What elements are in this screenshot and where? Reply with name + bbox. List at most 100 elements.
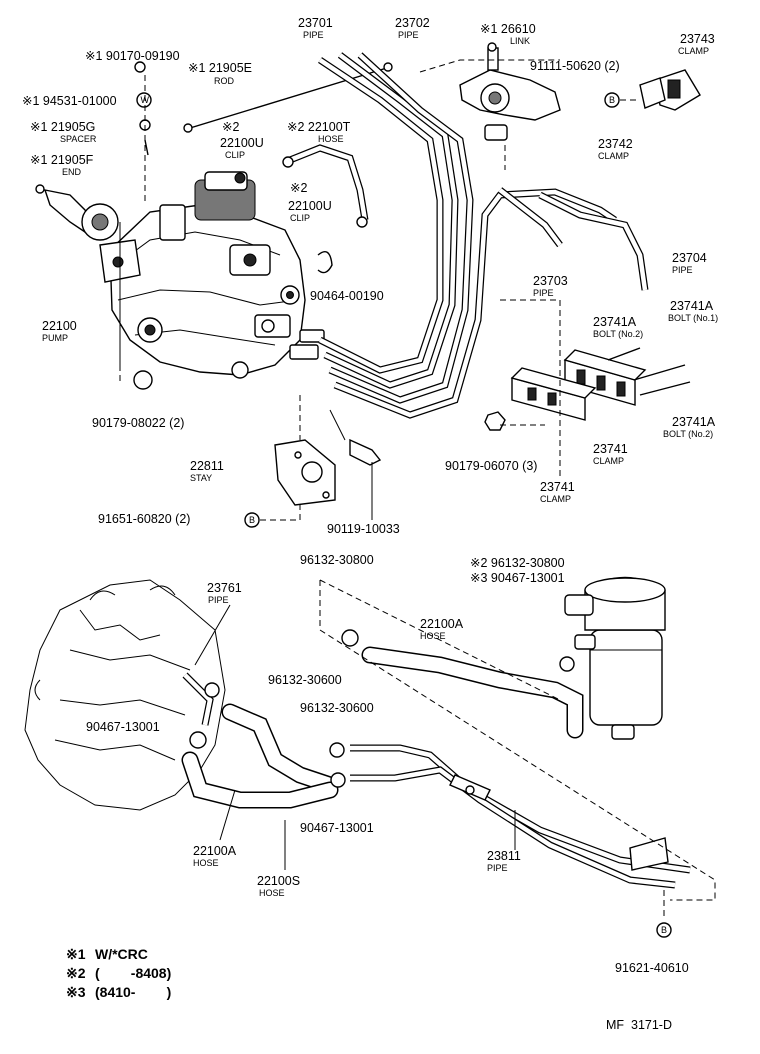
legend-mark-2: ※2 bbox=[66, 965, 86, 981]
label-23741b-name: CLAMP bbox=[540, 494, 571, 504]
label-23741a-1-name: BOLT (No.1) bbox=[668, 313, 718, 323]
label-96132-30800-a: 96132-30800 bbox=[300, 553, 374, 567]
label-90119-10033: 90119-10033 bbox=[327, 522, 400, 536]
bolt-marker-b1-label: B bbox=[609, 95, 615, 105]
label-23761: 23761 bbox=[207, 581, 242, 595]
label-22100u-name: CLIP bbox=[225, 150, 245, 160]
label-90467-13001-c: 90467-13001 bbox=[300, 821, 374, 835]
label-22100s-name: HOSE bbox=[259, 888, 285, 898]
label-91621-40610: 91621-40610 bbox=[615, 961, 689, 975]
legend: ※1 W/*CRC ※2 ( -8408) ※3 (8410- ) bbox=[66, 946, 171, 1000]
label-23702: 23702 bbox=[395, 16, 430, 30]
label-91651-60820: 91651-60820 (2) bbox=[98, 512, 190, 526]
legend-text-1: W/*CRC bbox=[95, 946, 148, 962]
label-22100u2-name: CLIP bbox=[290, 213, 310, 223]
legend-mark-1: ※1 bbox=[66, 946, 86, 962]
label-21905f: ※1 21905F bbox=[30, 153, 94, 167]
clamp-23741-drawing bbox=[510, 349, 647, 421]
label-22100a-2: 22100A bbox=[193, 844, 237, 858]
label-22100t-name: HOSE bbox=[318, 134, 344, 144]
label-91111-50620: 91111-50620 (2) bbox=[530, 59, 620, 73]
label-96132-30800-b: ※2 96132-30800 bbox=[470, 556, 565, 570]
engine-outline bbox=[24, 579, 226, 811]
label-23701-name: PIPE bbox=[303, 30, 324, 40]
label-21905f-name: END bbox=[62, 167, 82, 177]
washer-w-icon bbox=[136, 92, 152, 108]
label-23741a-3: 23741A bbox=[672, 415, 716, 429]
label-21905g: ※1 21905G bbox=[30, 120, 95, 134]
label-96132-30600-a: 96132-30600 bbox=[268, 673, 342, 687]
throttle-end-drawing bbox=[35, 184, 119, 241]
label-23703: 23703 bbox=[533, 274, 568, 288]
bolt-90119-drawing bbox=[349, 438, 382, 466]
label-23742-name: CLAMP bbox=[598, 151, 629, 161]
label-22100-name: PUMP bbox=[42, 333, 68, 343]
labels: 23701 PIPE 23702 PIPE ※1 26610 LINK 2374… bbox=[22, 16, 718, 975]
label-22100u-mark: ※2 bbox=[222, 120, 239, 134]
label-26610-name: LINK bbox=[510, 36, 530, 46]
bolt-marker-b1 bbox=[604, 92, 620, 108]
fuel-filter-drawing bbox=[564, 576, 666, 740]
bolt-marker-b2-label: B bbox=[249, 515, 255, 525]
nut-90179-06070 bbox=[484, 411, 506, 431]
label-23702-name: PIPE bbox=[398, 30, 419, 40]
label-96132-30600-b: 96132-30600 bbox=[300, 701, 374, 715]
label-23741a-3-name: BOLT (No.2) bbox=[663, 429, 713, 439]
label-22100u: 22100U bbox=[220, 136, 264, 150]
label-23701: 23701 bbox=[298, 16, 333, 30]
label-23741a-1: 23741A bbox=[670, 299, 714, 313]
label-23761-name: PIPE bbox=[208, 595, 229, 605]
clamp-23743-drawing bbox=[639, 69, 701, 111]
label-23742: 23742 bbox=[598, 137, 633, 151]
label-26610: ※1 26610 bbox=[480, 22, 536, 36]
hose-clamps bbox=[189, 629, 575, 788]
label-22100a-1-name: HOSE bbox=[420, 631, 446, 641]
label-90170-09190: ※1 90170-09190 bbox=[85, 49, 180, 63]
legend-text-3: (8410- ) bbox=[95, 984, 171, 1000]
label-23741a-2-name: BOLT (No.2) bbox=[593, 329, 643, 339]
clip-90464-icon bbox=[317, 251, 333, 274]
label-22100: 22100 bbox=[42, 319, 77, 333]
label-23743: 23743 bbox=[680, 32, 715, 46]
label-23704-name: PIPE bbox=[672, 265, 693, 275]
nut-90179-08022 bbox=[133, 370, 153, 390]
label-23741-name: CLAMP bbox=[593, 456, 624, 466]
bolt-90170-icon bbox=[134, 61, 146, 73]
label-90179-08022: 90179-08022 (2) bbox=[92, 416, 184, 430]
bolt-icon bbox=[144, 139, 149, 156]
label-22811: 22811 bbox=[190, 459, 224, 473]
label-23811-name: PIPE bbox=[487, 863, 508, 873]
label-22100a-1: 22100A bbox=[420, 617, 464, 631]
label-21905e-name: ROD bbox=[214, 76, 235, 86]
bolts-23741a bbox=[607, 347, 691, 396]
bolt-marker-b2 bbox=[244, 512, 260, 528]
footer-code: MF 3171-D bbox=[606, 1018, 672, 1032]
label-22100s: 22100S bbox=[257, 874, 300, 888]
label-22100u2-mark: ※2 bbox=[290, 181, 307, 195]
label-23704: 23704 bbox=[672, 251, 707, 265]
link-26610-drawing bbox=[459, 42, 561, 141]
pipe-23811 bbox=[350, 744, 691, 889]
injection-pump-drawing bbox=[99, 171, 325, 379]
label-90179-06070: 90179-06070 (3) bbox=[445, 459, 537, 473]
legend-mark-3: ※3 bbox=[66, 984, 86, 1000]
label-94531-01000: ※1 94531-01000 bbox=[22, 94, 117, 108]
label-90464-00190: 90464-00190 bbox=[310, 289, 384, 303]
label-21905e: ※1 21905E bbox=[188, 61, 252, 75]
label-23743-name: CLAMP bbox=[678, 46, 709, 56]
label-23741b: 23741 bbox=[540, 480, 575, 494]
label-90467-13001-b: 90467-13001 bbox=[86, 720, 160, 734]
label-22811-name: STAY bbox=[190, 473, 212, 483]
injection-pipes-bundle bbox=[318, 52, 649, 419]
bolt-marker-b3 bbox=[656, 922, 672, 938]
bolt-marker-b3-label: B bbox=[661, 925, 667, 935]
label-22100t: ※2 22100T bbox=[287, 120, 351, 134]
label-90467-13001-a: ※3 90467-13001 bbox=[470, 571, 565, 585]
label-23741: 23741 bbox=[593, 442, 628, 456]
label-23703-name: PIPE bbox=[533, 288, 554, 298]
label-22100u2: 22100U bbox=[288, 199, 332, 213]
label-22100a-2-name: HOSE bbox=[193, 858, 219, 868]
label-23741a-2: 23741A bbox=[593, 315, 637, 329]
rod-line bbox=[189, 66, 391, 129]
